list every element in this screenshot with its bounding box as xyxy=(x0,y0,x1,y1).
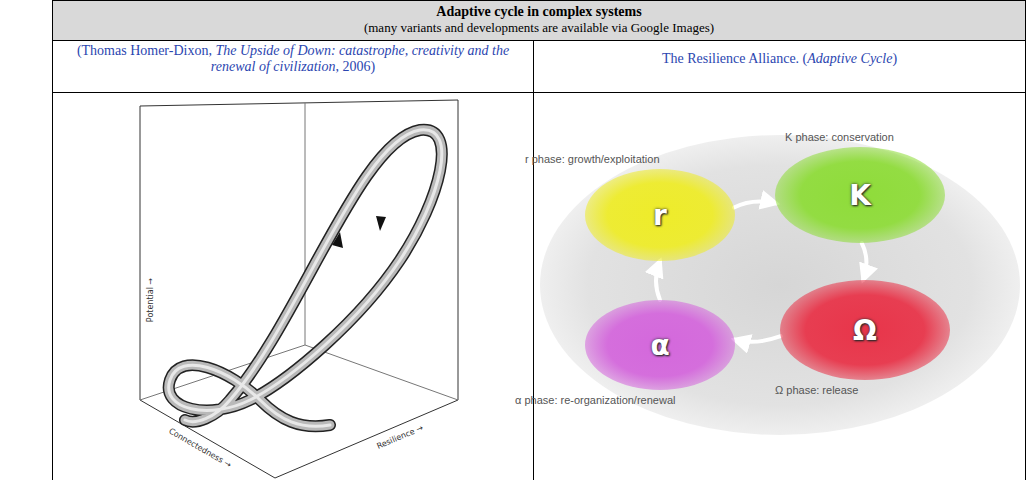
phase-symbol: α xyxy=(585,300,735,390)
table-subtitle: (many variants and developments are avai… xyxy=(53,20,1025,36)
cycle-arrow xyxy=(862,243,867,280)
citation-title: Adaptive Cycle xyxy=(807,51,892,66)
phase-symbol: K xyxy=(775,147,945,243)
citation-cell: (Thomas Homer-Dixon, The Upside of Down:… xyxy=(52,40,534,93)
cycle-arrow xyxy=(734,336,780,342)
phase-label: Ω phase: release xyxy=(775,384,858,396)
citation: The Resilience Alliance. (Adaptive Cycle… xyxy=(534,51,1025,67)
phase-symbol: r xyxy=(585,169,735,261)
table-title: Adaptive cycle in complex systems xyxy=(53,4,1025,20)
citation-end: ) xyxy=(892,51,897,66)
phase-label: K phase: conservation xyxy=(785,131,894,143)
citation: (Thomas Homer-Dixon, The Upside of Down:… xyxy=(65,43,521,75)
citation-author: (Thomas Homer-Dixon, xyxy=(77,43,212,58)
phase-ellipse: KK phase: conservation xyxy=(775,147,945,243)
citation-cell: The Resilience Alliance. (Adaptive Cycle… xyxy=(533,40,1026,93)
phase-label: α phase: re-organization/renewal xyxy=(515,394,675,406)
citation-org: The Resilience Alliance. ( xyxy=(662,51,807,66)
citation-year: , 2006) xyxy=(336,59,376,74)
axis-label: Resilience → xyxy=(375,423,424,451)
header-cell: Adaptive cycle in complex systems (many … xyxy=(52,0,1026,41)
cycle-arrow xyxy=(734,201,776,207)
phase-symbol: Ω xyxy=(780,280,950,380)
cycle-arrow xyxy=(656,261,660,300)
phase-ellipse: ΩΩ phase: release xyxy=(780,280,950,380)
phase-ellipse: rr phase: growth/exploitation xyxy=(585,169,735,261)
axis-label: Potential → xyxy=(146,278,155,322)
phase-label: r phase: growth/exploitation xyxy=(525,153,660,165)
phase-ellipse: αα phase: re-organization/renewal xyxy=(585,300,735,390)
